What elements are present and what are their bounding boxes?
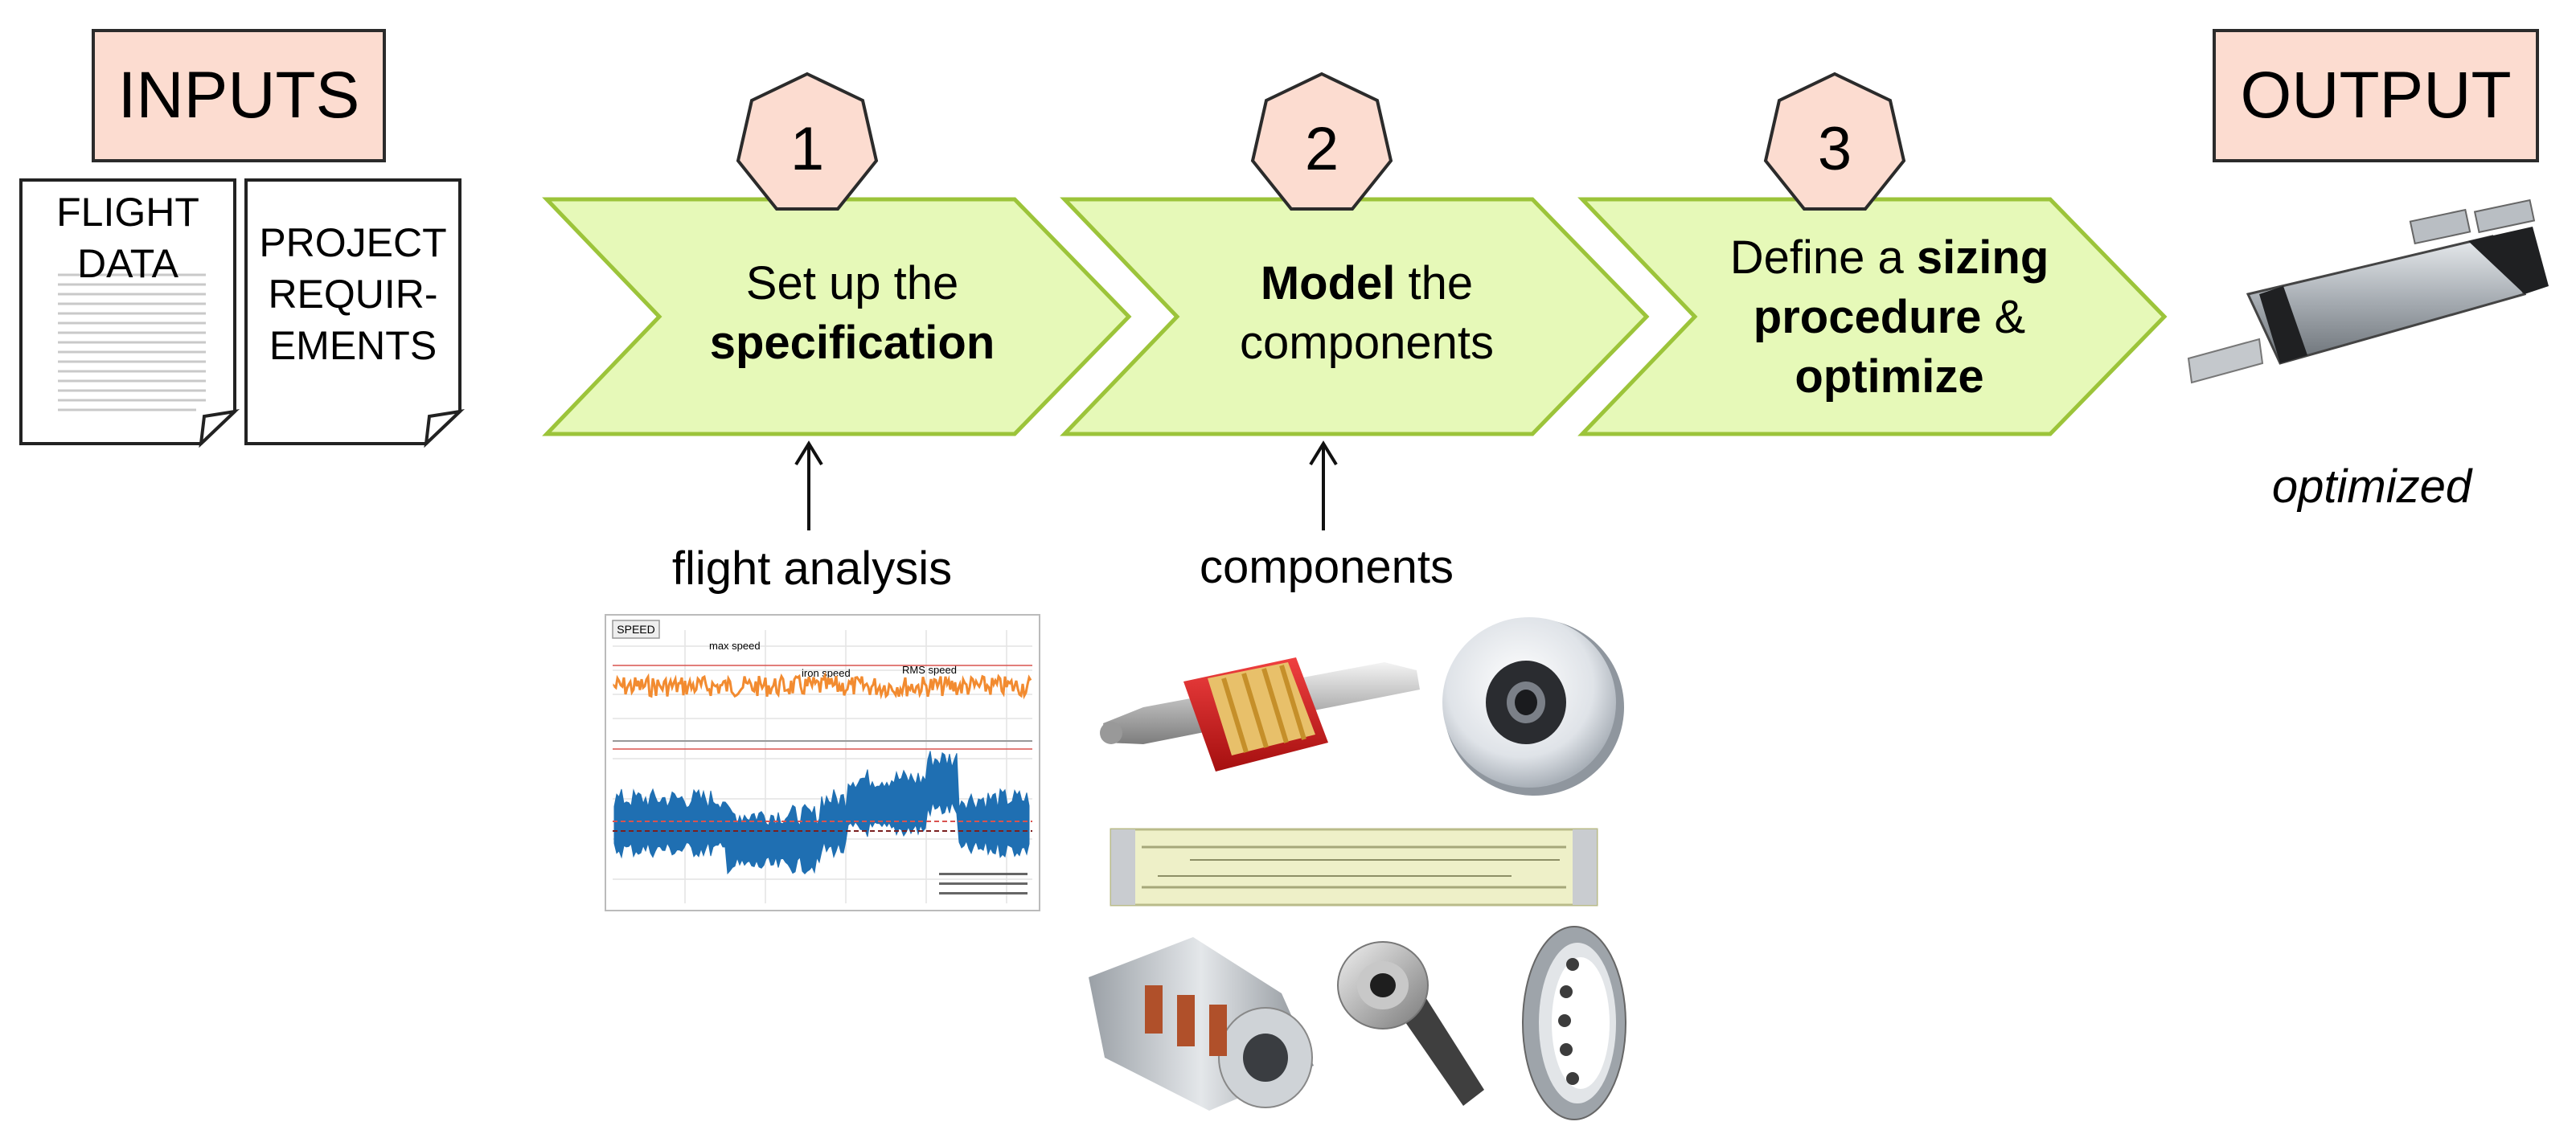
speed-tag-box [612,620,660,639]
project-req-line-1: PROJECT [259,220,447,265]
step-2-line-1: Model the [1260,257,1474,309]
step-3-text: Define a sizing procedure & optimize [1672,225,2106,410]
project-requirements-document-shape [244,178,466,448]
step-3-chevron [1577,197,2168,436]
rod-end-image [1327,937,1487,1109]
flight-data-document-shape [19,178,240,448]
rod-end-svg [1337,941,1484,1106]
step-3-heptagon [1763,72,1906,211]
brake-disc-svg [1442,617,1624,796]
step-1-number: 1 [790,115,825,183]
ball-bearing-image [1520,923,1629,1124]
project-requirements-document: PROJECT REQUIR- EMENTS [244,178,466,448]
optimized-caption: optimized [2271,461,2472,513]
max-speed-label: max speed [709,640,761,652]
step-3-line-2: procedure & [1753,291,2026,343]
rms-speed-label: RMS speed [902,664,957,676]
step-3-number: 3 [1817,115,1852,183]
inputs-label: INPUTS [92,29,386,162]
brake-disc-image [1439,614,1626,799]
project-req-line-2: REQUIR- [268,272,438,317]
flight-data-line-2: DATA [77,241,178,286]
output-label: OUTPUT [2213,29,2539,162]
orange-series [613,671,1032,700]
step-1-text: Set up the specification [643,249,1061,378]
components-up-arrow [1309,440,1338,530]
step-2-line-2: components [1240,317,1494,369]
step-2-number: 2 [1304,115,1339,183]
linear-guide-image [1110,828,1598,907]
components-caption: components [1200,541,1454,593]
step-1-heptagon [736,72,879,211]
flight-analysis-chart-svg: SPEED max speed iron speed RMS speed [605,614,1040,911]
flight-data-document: FLIGHT DATA [19,178,240,448]
blue-series [613,751,1030,875]
ball-screw-image [1095,622,1433,780]
step-2-heptagon [1250,72,1393,211]
motor-stator-svg [1089,937,1314,1111]
flight-analysis-caption: flight analysis [671,542,953,595]
flight-analysis-chart: SPEED max speed iron speed RMS speed [605,614,1040,911]
speed-tag: SPEED [617,623,654,636]
flight-analysis-up-arrow [794,440,823,530]
iron-speed-label: iron speed [802,667,851,679]
project-req-line-3: EMENTS [269,323,437,368]
step-3-line-1: Define a sizing [1729,231,2049,284]
chart-legend [939,873,1028,894]
inputs-label-text: INPUTS [117,59,360,132]
step-1-line-2: specification [709,317,995,369]
motor-stator-image [1073,929,1330,1115]
ball-screw-svg [1100,657,1420,772]
data-table-lines [58,273,206,411]
step-1-line-1: Set up the [745,257,959,309]
flight-data-line-1: FLIGHT [56,190,199,235]
linear-actuator-image [2171,199,2557,423]
step-2-chevron [1060,197,1650,436]
ball-bearing-svg [1522,926,1626,1120]
step-2-text: Model the components [1158,249,1576,378]
linear-guide-svg [1110,828,1598,907]
output-label-text: OUTPUT [2240,59,2512,132]
step-3-line-3: optimize [1795,350,1984,403]
step-1-chevron [542,197,1132,436]
linear-actuator-svg [2187,199,2549,384]
